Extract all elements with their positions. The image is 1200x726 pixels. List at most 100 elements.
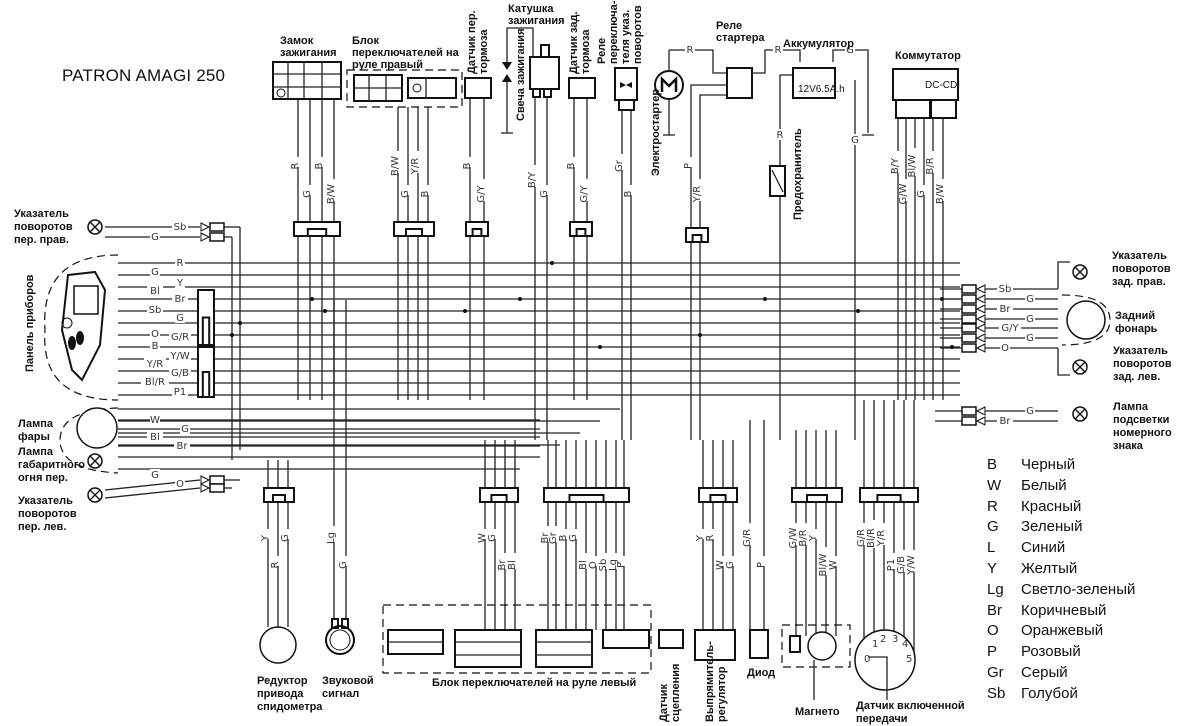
wire (699, 94, 727, 140)
wire-color-label: Bl/W (818, 553, 829, 576)
wire-color-label: Bl (507, 560, 518, 570)
wire-color-label: W (715, 560, 726, 570)
wire-color-label: Lg (326, 532, 337, 544)
wire-color-label: G/W (788, 527, 799, 548)
bullet-connector (200, 483, 225, 493)
wire-color-label: B (152, 341, 159, 352)
wire-color-label: G/W (898, 183, 909, 204)
multi-pin-connector (543, 487, 630, 503)
bullet-connector (961, 314, 986, 324)
wire-bundles (267, 80, 944, 655)
cdi-label: Коммутатор (895, 50, 961, 62)
junction-dot (598, 345, 602, 349)
multi-pin-connector (698, 487, 738, 503)
legend-code: Br (987, 601, 1002, 619)
wire-color-label: Gr (614, 159, 625, 172)
bullet-connector (200, 475, 225, 485)
bullet-connector (961, 284, 986, 294)
wire-color-label: P (616, 562, 627, 568)
wire-color-label: G (400, 190, 411, 198)
wire-color-label: Y/R (410, 158, 421, 175)
right-switch-block-label: Блок переключателей на руле правый (352, 35, 459, 71)
wire-color-label: Y (176, 278, 184, 289)
wire-color-label: Bl (150, 286, 160, 297)
wire-color-label: G/Y (476, 184, 487, 202)
wire-color-label: G/B (896, 556, 907, 574)
junction-dot (310, 297, 314, 301)
front-brake-sensor-symbol (464, 77, 492, 99)
legend-row: P Розовый (987, 642, 1135, 663)
cdi-type: DC-CDI (925, 80, 960, 91)
junction-dot (550, 261, 554, 265)
wire-color-label: G (725, 561, 736, 569)
diagram-title: PATRON AMAGI 250 (62, 66, 226, 85)
gear-pin-label: 2 (880, 634, 886, 645)
multi-pin-connector (569, 221, 593, 237)
wire-color-label: Y (695, 534, 706, 542)
wire-color-label: B (566, 162, 577, 169)
fuse-label: Предохранитель (792, 128, 804, 220)
battery-rating: 12V6.5A.h (798, 84, 845, 95)
wire-color-label: R (177, 258, 184, 269)
legend-code: P (987, 643, 998, 661)
wire-color-label: G (1026, 333, 1034, 344)
left-switch-block-symbol (382, 604, 652, 674)
instrument-panel-label: Панель приборов (24, 274, 36, 372)
wire-color-label: G (1026, 294, 1034, 305)
wire-color-label: G (539, 190, 550, 198)
wire-color-label: Bl (578, 560, 589, 570)
wire-color-label: G (280, 534, 291, 542)
wire-color-label: G (916, 190, 927, 198)
wire-color-label: Bl (150, 432, 160, 443)
bullet-connector (961, 406, 986, 416)
wire-color-label: G (1026, 406, 1034, 417)
wire-color-label: G (151, 267, 159, 278)
wire-color-label: B (558, 534, 569, 541)
wire-color-label: Sb (149, 305, 162, 316)
rear-brake-sensor-symbol (568, 77, 596, 99)
wire (779, 74, 795, 110)
wire (104, 487, 201, 499)
legend-color-name: Белый (1021, 476, 1067, 494)
legend-color-name: Розовый (1021, 643, 1081, 661)
wire-color-label: O (588, 561, 599, 569)
ignition-switch-label: Замок зажигания (280, 35, 337, 59)
tail-lamp-label: Задний фонарь (1115, 310, 1158, 335)
wire-color-label: Y (808, 534, 819, 542)
starter-relay-label: Реле стартера (716, 20, 765, 44)
wire (1057, 261, 1070, 289)
multi-pin-connector (293, 221, 341, 237)
wire-color-label: G/Y (579, 184, 590, 202)
front-left-turn-label: Указатель поворотов пер. лев. (18, 495, 77, 533)
wire-color-label: O (151, 329, 159, 340)
junction-dot (763, 297, 767, 301)
diode-symbol (749, 629, 769, 659)
starter-motor-label: Электростартер (650, 88, 662, 176)
rear-left-turn-label: Указатель поворотов зад. лев. (1113, 345, 1172, 383)
wire-color-label: B (420, 190, 431, 197)
wire-color-label: G (851, 135, 859, 146)
legend-color-name: Коричневый (1021, 601, 1107, 619)
rear-brake-sensor-label: Датчик зад. тормоза (568, 11, 592, 74)
wire-color-label: G (151, 232, 159, 243)
wire-color-label: G/R (856, 529, 867, 547)
clutch-sensor-symbol (658, 629, 684, 649)
gear-pin-label: 0 (864, 654, 870, 665)
wire-color-label: Sb (999, 284, 1012, 295)
wire-color-label: R (270, 561, 281, 568)
turn-lamp-icon (1072, 406, 1088, 422)
wire-color-label: G (151, 470, 159, 481)
multi-pin-connector (685, 227, 709, 243)
multi-pin-connector (859, 487, 919, 503)
legend-color-name: Голубой (1021, 684, 1078, 702)
wire-color-label: Br (497, 559, 508, 571)
speedo-drive-label: Редуктор привода спидометра (257, 675, 323, 713)
bullet-connector (961, 294, 986, 304)
bullet-connector (961, 416, 986, 426)
bullet-connector (200, 222, 225, 232)
